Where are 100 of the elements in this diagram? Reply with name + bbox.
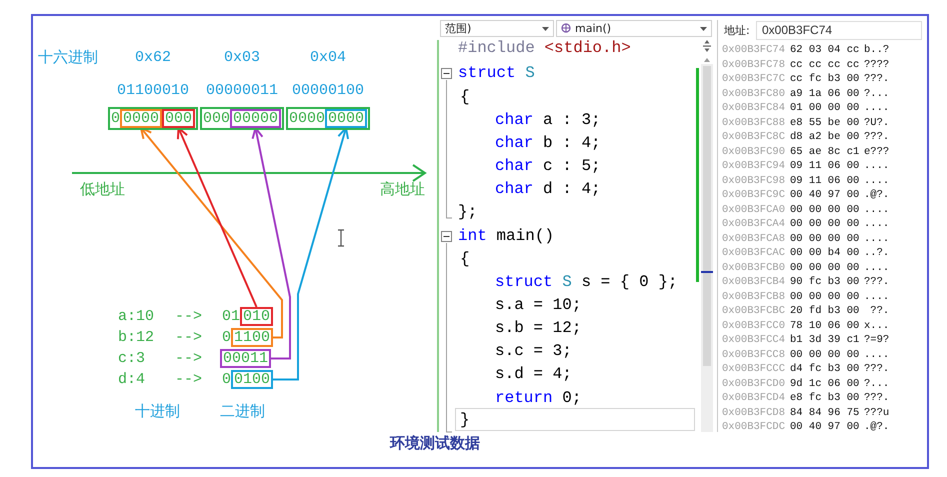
memory-address: 0x00B3FCA0 [722,204,786,216]
binary-value: 00000011 [206,83,278,98]
code-line: { [460,249,470,269]
memory-chars: ???u [864,406,890,420]
memory-address: 0x00B3FCA8 [722,232,786,246]
memory-address: 0x00B3FCB4 [722,276,786,289]
memory-chars: ?... [864,88,890,100]
memory-bytes: cc fc b3 00 [790,73,860,86]
code-line: #include <stdio.h> [458,38,631,58]
memory-bytes: 00 00 00 00 [790,290,860,304]
scope-dropdown: 范围) [440,20,554,37]
memory-chars: ?U?. [864,116,890,130]
bit-text: 0 [222,372,231,387]
axis-label: 高地址 [380,181,425,198]
memory-address: 0x00B3FCCC [722,363,786,376]
code-line: s.b = 12; [495,318,582,338]
hex-value: 0x04 [310,50,346,65]
address-field: 0x00B3FC74 [756,21,922,40]
memory-address: 0x00B3FC7C [722,73,786,86]
arrow [140,127,283,338]
memory-chars: ??. [869,305,890,318]
memory-chars: .... [864,218,890,231]
memory-bytes: 00 00 00 00 [790,348,860,362]
memory-chars: ???. [864,392,890,405]
code-line: char c : 5; [495,156,601,176]
memory-address: 0x00B3FCD8 [722,406,786,420]
memory-chars: ???. [864,73,890,86]
code-line: char b : 4; [495,133,601,153]
code-line: int main() [458,226,554,246]
code-line: struct S s = { 0 }; [495,272,678,292]
memory-bytes: 00 00 00 00 [790,218,860,231]
memory-chars: ..?. [864,247,890,260]
memory-chars: ???. [864,276,890,289]
code-line: s.d = 4; [495,364,572,384]
bit-text: 0 [222,330,231,345]
memory-address: 0x00B3FCC8 [722,348,786,362]
memory-bytes: 00 00 00 00 [790,262,860,274]
code-line: }; [458,202,478,222]
bit-field-box: 0100 [231,370,274,389]
memory-chars: ???. [864,363,890,376]
hex-value: 0x03 [224,50,260,65]
memory-bytes: 65 ae 8c c1 [790,146,860,158]
memory-chars: .@?. [864,189,890,202]
bit-field-box: 00000 [230,109,282,128]
code-line: return 0; [495,388,582,408]
row-heading: 十六进制 [38,49,98,66]
memory-bytes: 00 40 97 00 [790,421,860,434]
memory-address: 0x00B3FC78 [722,58,786,72]
memory-chars: .... [864,232,890,246]
memory-bytes: 20 fd b3 00 [790,305,860,318]
bit-field-box: 1100 [231,328,274,347]
memory-bytes: 09 11 06 00 [790,174,860,188]
bit-text: 0 [111,111,120,126]
memory-address: 0x00B3FC80 [722,88,786,100]
axis-label: 低地址 [80,181,125,198]
memory-bytes: 62 03 04 cc [790,44,860,57]
binary-value: 00000100 [292,83,364,98]
code-line: struct S [458,63,535,83]
memory-bytes: d8 a2 be 00 [790,131,860,144]
memory-bytes: a9 1a 06 00 [790,88,860,100]
memory-bytes: 78 10 06 00 [790,320,860,332]
function-dropdown: main() [556,20,712,37]
memory-chars: .... [864,262,890,274]
memory-address: 0x00B3FC74 [722,44,786,57]
column-heading: 十进制 [135,403,180,420]
byte-box [108,107,198,130]
code-line: char d : 4; [495,179,601,199]
memory-chars: ?=9? [864,334,890,347]
code-line: s.a = 10; [495,295,582,315]
arrow-text: --> [175,351,202,366]
memory-bytes: 01 00 00 00 [790,102,860,115]
code-line: char a : 3; [495,110,601,130]
memory-bytes: b1 3d 39 c1 [790,334,860,347]
memory-chars: .@?. [864,421,890,434]
code-line: } [460,410,470,430]
memory-chars: e??? [864,146,890,158]
memory-address: 0x00B3FC8C [722,131,786,144]
bit-text: 01 [222,309,240,324]
field-value: b:12 [118,330,154,345]
memory-address: 0x00B3FC9C [722,189,786,202]
memory-chars: ?... [864,378,890,390]
field-value: a:10 [118,309,154,324]
field-value: c:3 [118,351,146,366]
binary-value: 01100010 [117,83,190,98]
memory-bytes: 09 11 06 00 [790,160,860,173]
arrow [176,127,258,308]
byte-box [200,107,284,130]
bit-field-box: 000 [162,109,196,128]
memory-bytes: 00 00 00 00 [790,232,860,246]
bit-field-box: 00011 [220,349,272,368]
field-value: d:4 [118,372,146,387]
memory-chars: x... [864,320,890,332]
memory-chars: .... [864,174,890,188]
memory-address: 0x00B3FCD0 [722,378,786,390]
memory-bytes: e8 55 be 00 [790,116,860,130]
memory-bytes: 84 84 96 75 [790,406,860,420]
memory-address: 0x00B3FCD4 [722,392,786,405]
arrow-text: --> [175,309,202,324]
bit-text: 000 [203,111,230,126]
memory-chars: ???? [864,58,890,72]
